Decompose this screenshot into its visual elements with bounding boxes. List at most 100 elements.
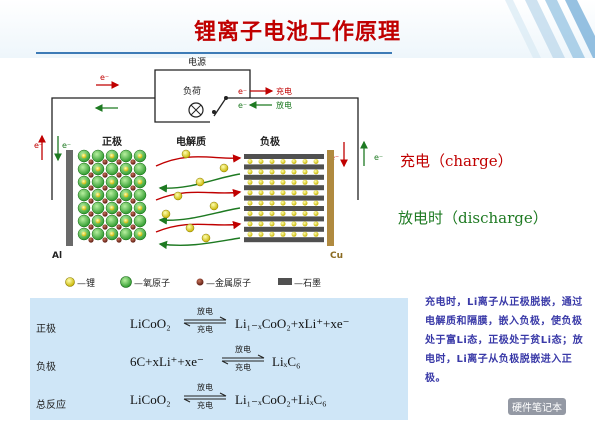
graphite-layer <box>244 164 324 170</box>
electron-label: e⁻ <box>62 141 71 150</box>
lithium-ion <box>137 153 143 159</box>
lithium-ion <box>258 169 264 175</box>
lithium-ion <box>291 169 297 175</box>
oxygen-atom <box>119 175 133 189</box>
arrow-bottom-label: 充电 <box>197 325 213 334</box>
metal-icon <box>196 278 204 286</box>
lithium-ion <box>173 191 183 201</box>
metal-atom <box>130 172 136 178</box>
metal-atom <box>130 185 136 191</box>
electron-label: e⁻ <box>330 153 339 162</box>
cathode-lattice <box>77 149 147 243</box>
equation-left: LiCoO₂ <box>130 392 171 407</box>
lithium-ion <box>109 153 115 159</box>
decorative-stripes <box>505 0 595 58</box>
metal-atom <box>102 172 108 178</box>
lithium-ion <box>258 231 264 237</box>
metal-atom <box>130 211 136 217</box>
lithium-ion <box>291 179 297 185</box>
lithium-ion <box>247 200 253 206</box>
lithium-ion <box>247 179 253 185</box>
graphite-layer <box>244 237 324 243</box>
legend-label: —石墨 <box>294 278 321 289</box>
oxygen-atom <box>91 201 105 215</box>
external-circuit <box>51 69 359 200</box>
lithium-ion <box>247 159 253 164</box>
arrow-bottom-label: 充电 <box>197 401 213 410</box>
oxygen-atom <box>119 201 133 215</box>
metal-atom <box>116 211 122 217</box>
battery-diagram: 电源 负荷 e⁻ 充电 e⁻ 放电 e⁻ e⁻ e⁻ e⁻ e⁻ 正极 电解质 … <box>34 56 383 289</box>
oxygen-atom <box>77 188 91 202</box>
graphite-anode <box>244 154 324 243</box>
equation-right: Li₁₋ₓCoO₂+LiₓC₆ <box>235 392 327 407</box>
lithium-ion <box>81 231 87 237</box>
migrating-ions <box>155 149 242 250</box>
lithium-ion <box>302 179 308 185</box>
lithium-ion <box>161 209 171 219</box>
graphite-layer <box>244 185 324 191</box>
ion-path <box>155 188 242 201</box>
lithium-ion <box>280 169 286 175</box>
lithium-ion <box>302 221 308 227</box>
graphite-layer <box>244 154 324 159</box>
lithium-ion <box>280 211 286 216</box>
legend: —锂 —氧原子 —金属原子 —石墨 <box>65 276 321 289</box>
lithium-ion <box>95 218 101 224</box>
equation-name: 总反应 <box>36 400 66 411</box>
explanation-text: 充电时，Li离子从正极脱嵌，通过电解质和隔膜，嵌入负极，使负极处于富Li态，正极… <box>425 297 584 384</box>
metal-atom <box>88 185 94 191</box>
lithium-ion <box>81 179 87 185</box>
graphite-layer <box>244 216 324 222</box>
al-label: Al <box>52 251 62 261</box>
oxygen-atom <box>133 214 147 228</box>
lithium-ion <box>280 231 286 237</box>
lithium-ion <box>269 169 275 175</box>
metal-atom <box>102 237 108 243</box>
lithium-ion <box>269 231 275 237</box>
power-label: 电源 <box>188 56 206 68</box>
discharge-tag: 放电 <box>276 100 292 110</box>
oxygen-atom <box>77 214 91 228</box>
oxygen-icon <box>120 276 132 288</box>
ion-path <box>155 220 242 233</box>
lithium-ion <box>247 190 253 196</box>
lithium-ion <box>181 149 191 159</box>
lithium-ion <box>269 200 275 206</box>
metal-atom <box>116 237 122 243</box>
electron-label: e⁻ <box>238 101 247 110</box>
lithium-ion <box>313 190 319 196</box>
oxygen-atom <box>105 188 119 202</box>
metal-atom <box>116 172 122 178</box>
lithium-ion <box>313 231 319 237</box>
lithium-ion <box>247 211 253 216</box>
graphite-layer <box>244 195 324 201</box>
switch-contact <box>224 96 228 100</box>
lithium-ion <box>269 190 275 196</box>
oxygen-atom <box>133 188 147 202</box>
equation-left: 6C+xLi⁺+xe⁻ <box>130 354 204 369</box>
watermark: 硬件笔记本 <box>508 398 566 415</box>
lithium-ion <box>95 166 101 172</box>
lithium-ion <box>291 200 297 206</box>
metal-atom <box>116 224 122 230</box>
lithium-ion <box>209 201 219 211</box>
arrow-top-label: 放电 <box>197 307 213 316</box>
lithium-ion <box>302 211 308 216</box>
lithium-ion <box>291 221 297 227</box>
lithium-ion <box>258 190 264 196</box>
metal-atom <box>88 211 94 217</box>
lithium-ion <box>302 231 308 237</box>
lithium-ion <box>302 169 308 175</box>
electrolyte-label: 电解质 <box>176 135 206 148</box>
metal-atom <box>130 159 136 165</box>
lithium-ion <box>302 200 308 206</box>
lithium-ion <box>258 200 264 206</box>
reversible-arrow: 放电 充电 <box>180 306 230 336</box>
legend-label: —氧原子 <box>134 277 170 289</box>
electron-label: e⁻ <box>100 73 109 82</box>
graphite-layer <box>244 226 324 232</box>
oxygen-atom <box>91 227 105 241</box>
arrow-bottom-label: 充电 <box>235 363 251 372</box>
metal-atom <box>102 211 108 217</box>
